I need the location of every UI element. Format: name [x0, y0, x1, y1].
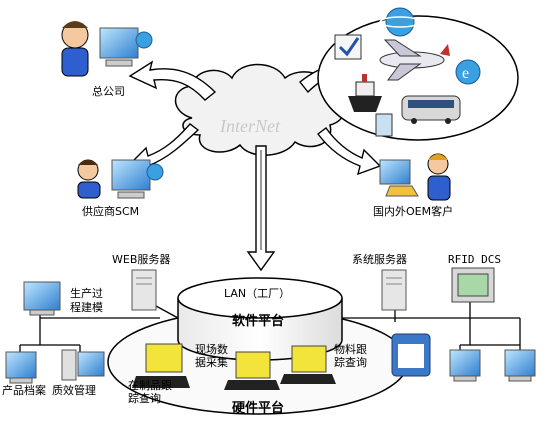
oem-person-icon	[427, 153, 451, 201]
oem-checkbox-icon	[334, 34, 362, 60]
hq-person-icon	[61, 21, 89, 77]
system-computer-right-icon	[504, 349, 536, 382]
oem-label: 国内外OEM客户	[373, 205, 454, 218]
oem-computer-icon	[379, 159, 419, 197]
field-terminal-middle-icon	[224, 351, 280, 390]
process-modeling-label-1: 生产过	[70, 287, 103, 300]
system-server-label: 系统服务器	[352, 253, 407, 266]
field-data-collection-label-1: 现场数	[195, 343, 228, 356]
web-server-label: WEB服务器	[112, 253, 171, 266]
hardware-platform-label: 硬件平台	[232, 401, 285, 416]
software-platform-label: 软件平台	[232, 314, 285, 329]
oem-ie-icon: e	[455, 59, 481, 85]
process-modeling-computer-icon	[23, 281, 61, 316]
airplane-icon	[379, 39, 450, 81]
system-computer-left-icon	[449, 349, 481, 382]
material-tracking-label-2: 踪查询	[334, 356, 367, 369]
train-icon	[401, 95, 461, 124]
oem-device-icon	[375, 113, 393, 137]
oem-globe-icon	[379, 7, 421, 37]
app-window-icon	[391, 333, 431, 377]
arrow-to-oem-bottom	[317, 127, 382, 176]
lan-label: LAN（工厂）	[224, 287, 291, 300]
web-server-icon	[131, 269, 157, 311]
internet-label: InterNet	[219, 116, 281, 136]
supplier-person-icon	[77, 159, 101, 199]
rfid-dcs-terminal-icon	[451, 267, 495, 303]
field-terminal-right-icon	[280, 345, 336, 384]
product-archive-computer-icon	[5, 351, 37, 384]
wip-tracking-label-1: 在制品跟	[128, 379, 172, 392]
hq-label: 总公司	[92, 85, 125, 98]
wip-tracking-label-2: 踪查询	[128, 392, 161, 405]
field-terminal-left-icon	[132, 343, 190, 388]
supplier-computer-icon	[111, 159, 164, 199]
svg-text:e: e	[462, 65, 469, 82]
quality-computer-icon	[61, 349, 105, 381]
field-data-collection-label-2: 据采集	[195, 356, 228, 369]
material-tracking-label-1: 物料跟	[334, 343, 367, 356]
process-modeling-label-2: 程建模	[70, 301, 103, 314]
ship-icon	[348, 74, 382, 112]
supplier-label: 供应商SCM	[82, 205, 140, 218]
hq-computer-icon	[99, 27, 153, 67]
system-server-icon	[381, 269, 407, 311]
product-archive-label: 产品档案	[2, 384, 46, 397]
quality-management-label: 质效管理	[52, 384, 96, 397]
arrow-to-hq	[128, 60, 217, 101]
rfid-dcs-label: RFID DCS	[448, 253, 501, 266]
